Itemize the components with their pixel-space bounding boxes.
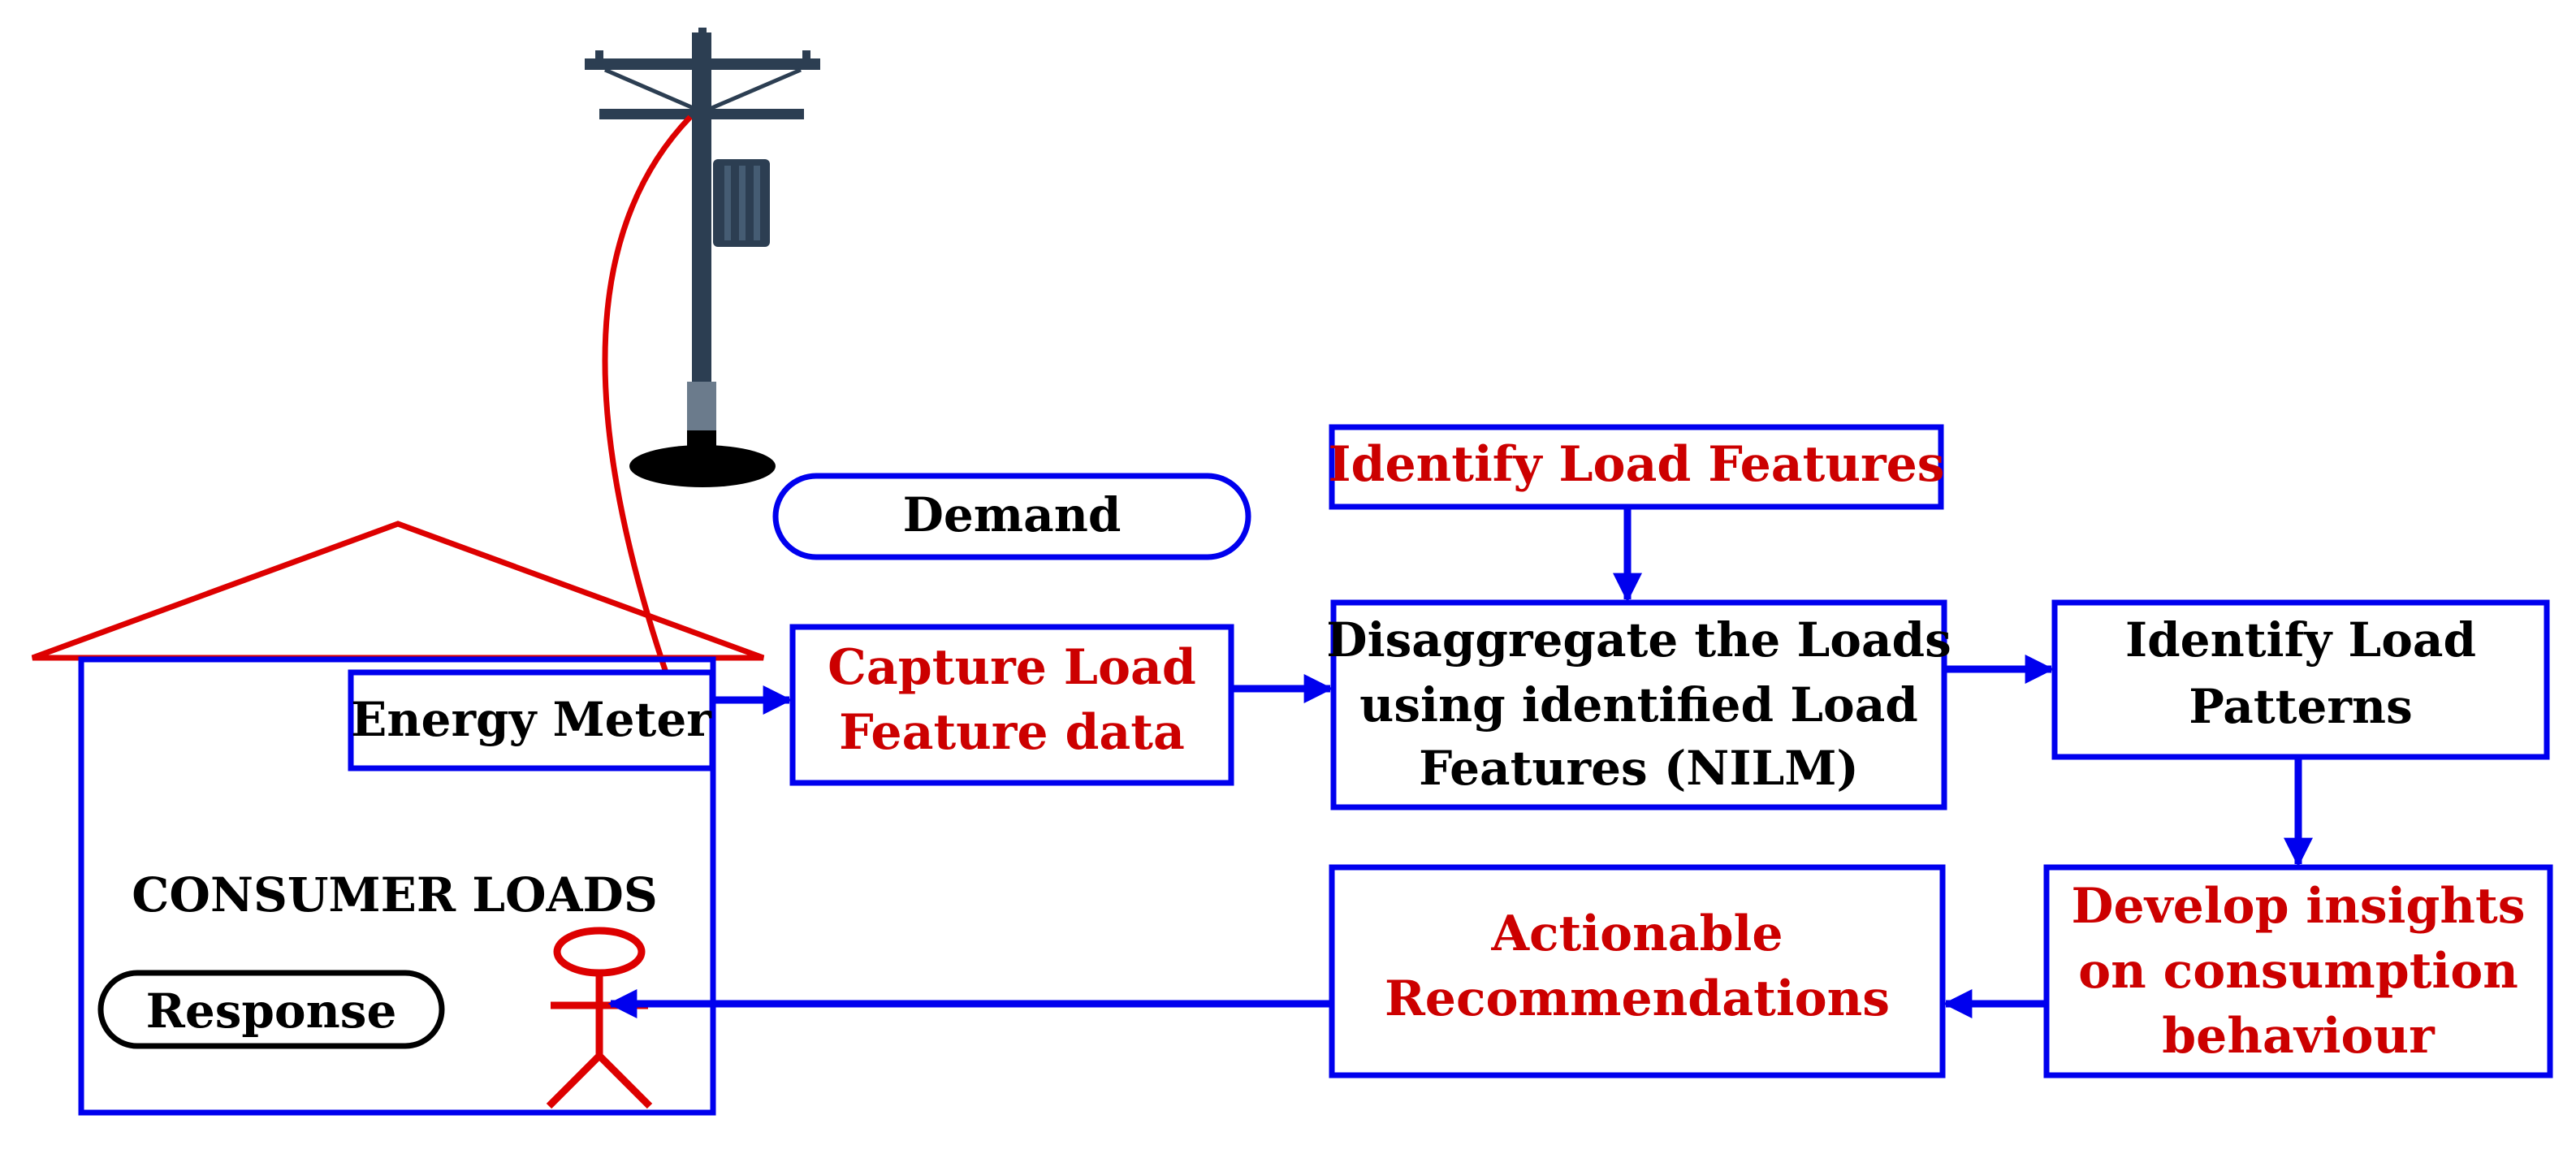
utility-pole-icon: [585, 28, 820, 487]
energy-meter-label: Energy Meter: [351, 692, 712, 747]
disaggregate-line2: using identified Load: [1359, 677, 1918, 733]
capture-load-line2: Feature data: [839, 704, 1185, 761]
identify-features-box: [1329, 424, 1944, 510]
demand-label: Demand: [903, 487, 1122, 542]
identify-features-label: Identify Load Features: [1328, 436, 1944, 493]
load-patterns-box: [2051, 599, 2550, 760]
develop-insights-line3: behaviour: [2162, 1008, 2436, 1065]
disaggregate-line3: Features (NILM): [1419, 741, 1859, 796]
develop-insights-box: [2043, 864, 2553, 1078]
demand-pill: [772, 473, 1251, 560]
consumer-loads-label: CONSUMER LOADS: [132, 867, 657, 923]
disaggregate-box: [1330, 599, 1947, 810]
capture-load-line1: Capture Load: [828, 639, 1196, 696]
load-patterns-line2: Patterns: [2189, 679, 2413, 734]
response-pill: [97, 970, 445, 1049]
supply-wire: [602, 115, 693, 674]
response-label: Response: [146, 983, 397, 1039]
develop-insights-line2: on consumption: [2078, 943, 2518, 1000]
load-patterns-line1: Identify Load: [2125, 612, 2476, 668]
actionable-recommendations-box: [1329, 864, 1946, 1078]
disaggregate-line1: Disaggregate the Loads: [1326, 612, 1951, 668]
actionable-line2: Recommendations: [1385, 970, 1890, 1027]
consumer-person-icon: [546, 927, 653, 1109]
actionable-line1: Actionable: [1490, 905, 1783, 962]
develop-insights-line1: Develop insights: [2072, 878, 2526, 935]
capture-load-box: [789, 624, 1234, 786]
energy-meter-box: [348, 669, 715, 771]
house-outline: [31, 521, 765, 1116]
